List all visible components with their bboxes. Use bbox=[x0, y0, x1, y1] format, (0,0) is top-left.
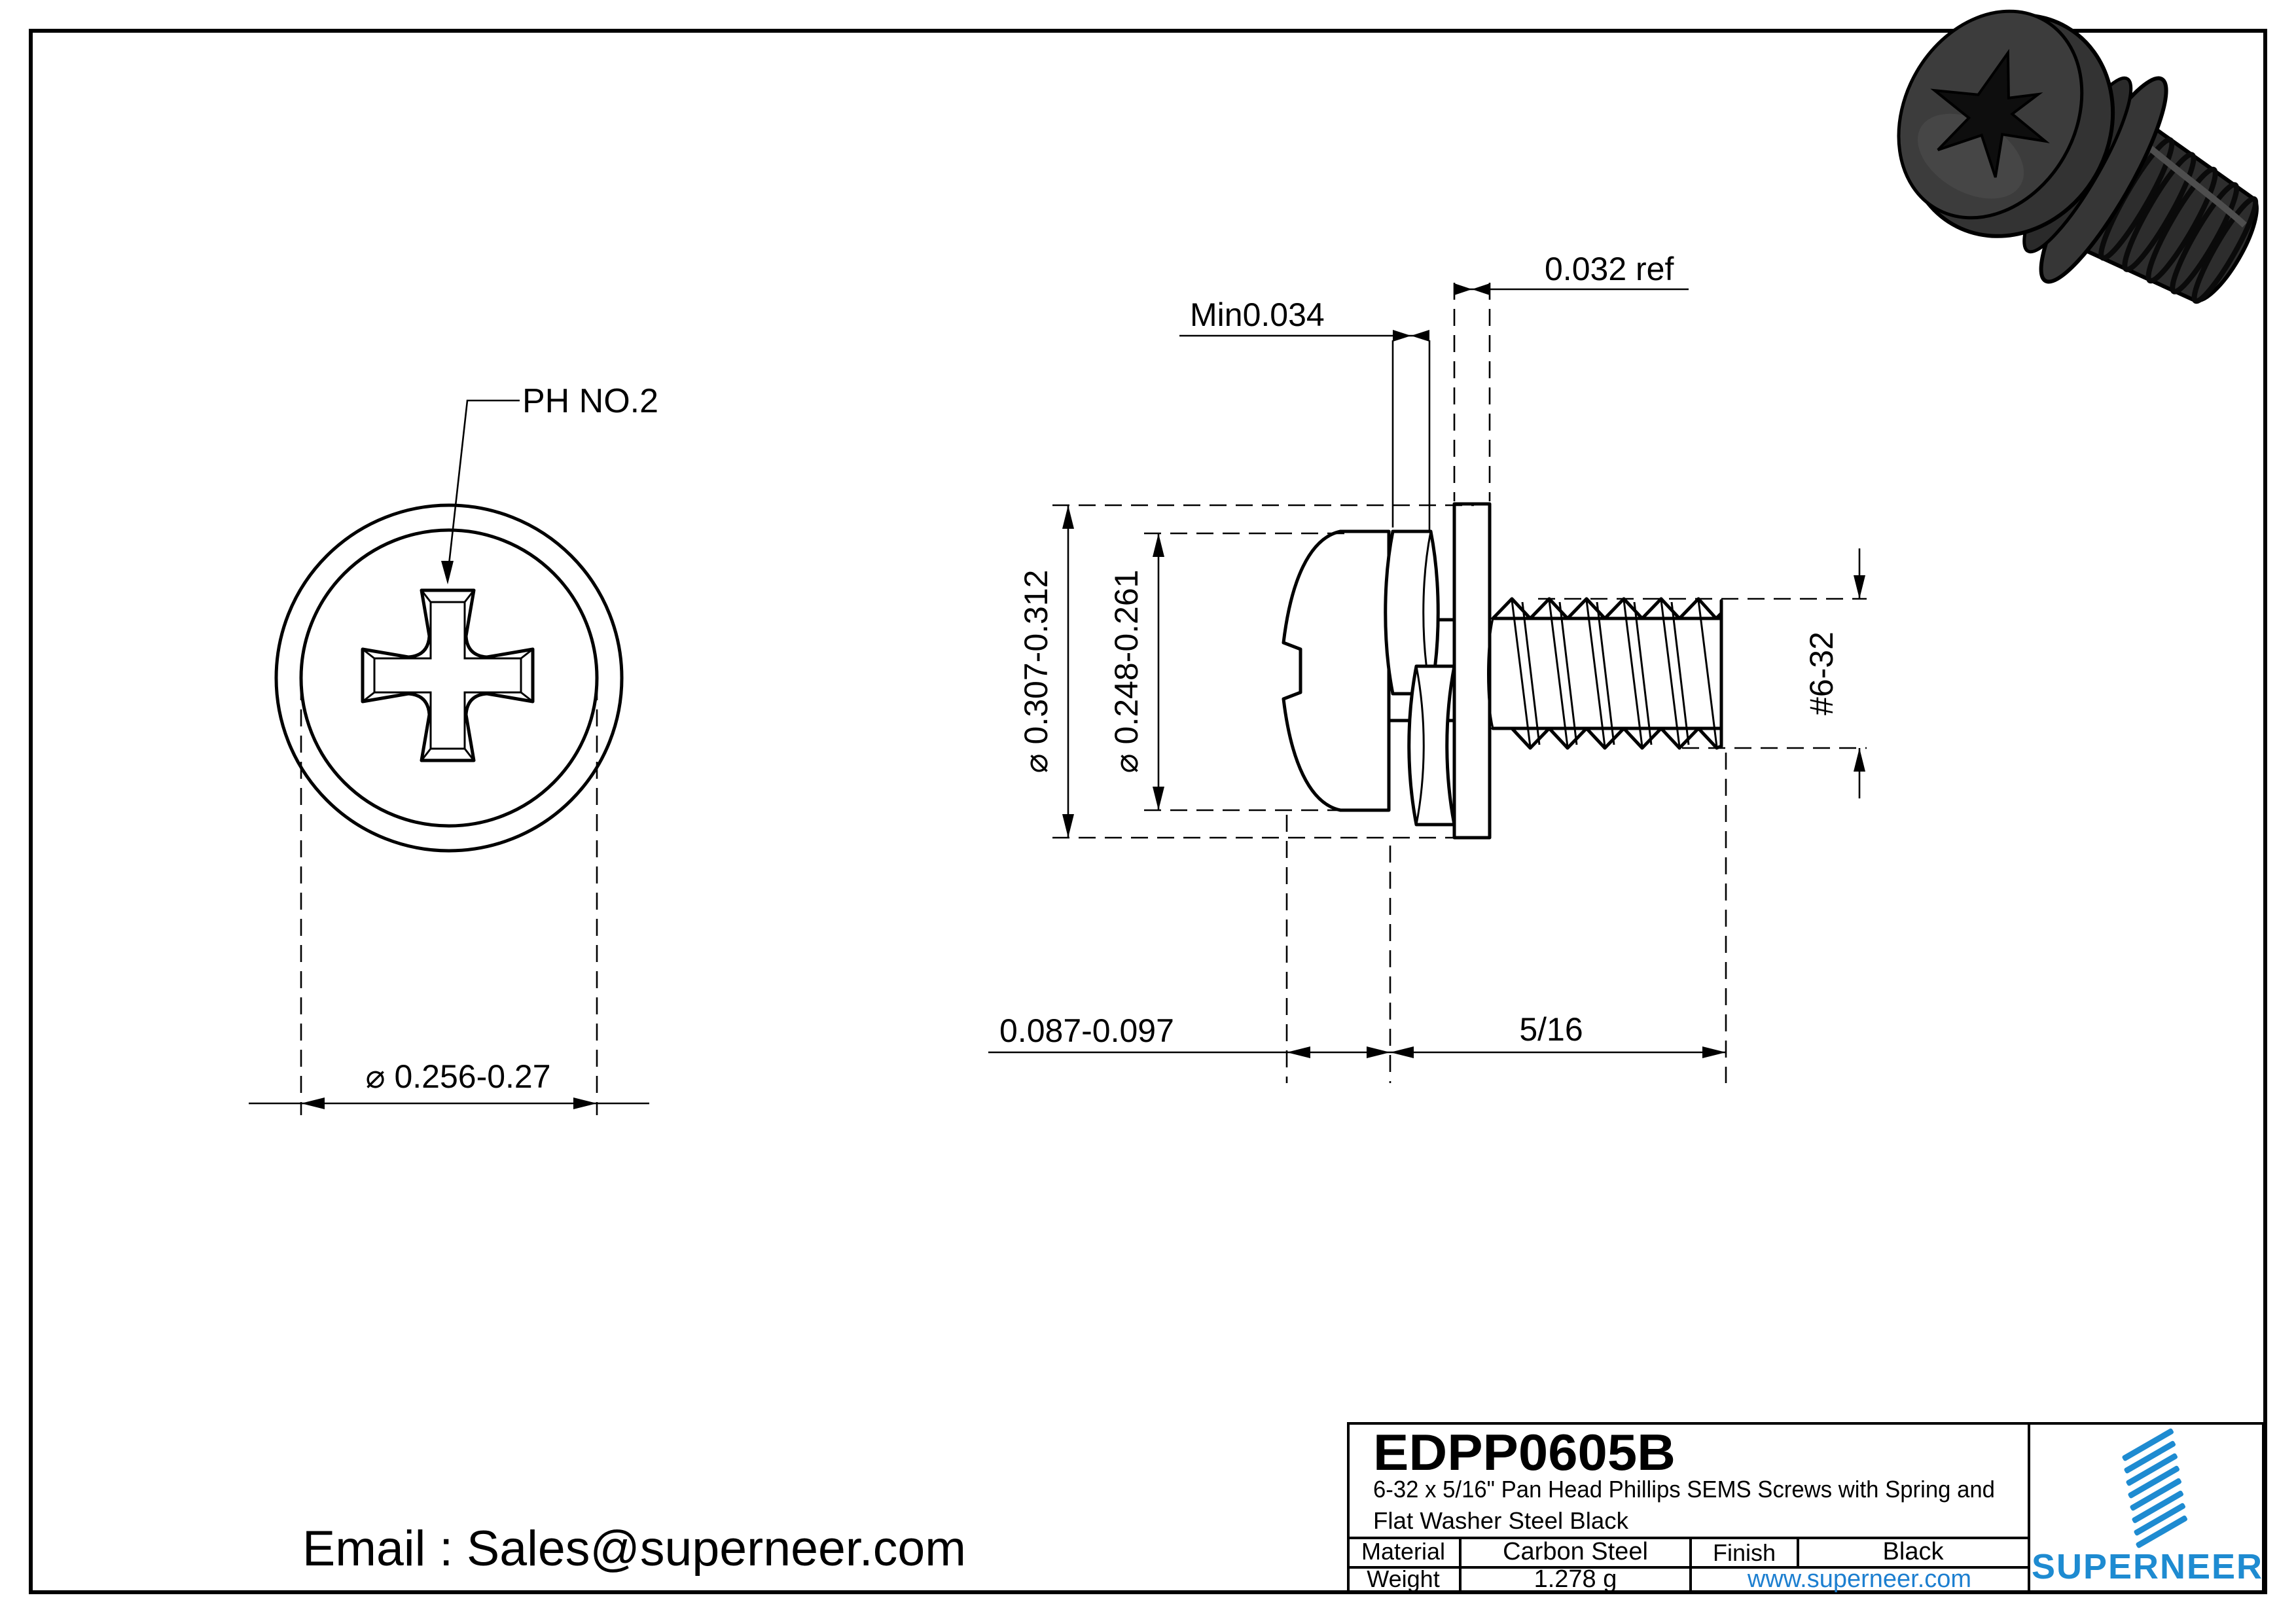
thread-flank-lines bbox=[1511, 599, 1718, 747]
ph-label-leader bbox=[441, 399, 520, 584]
part-number: EDPP0605B bbox=[1373, 1423, 1676, 1481]
title-block: EDPP0605B 6-32 x 5/16" Pan Head Phillips… bbox=[1347, 1422, 2265, 1594]
spring-min-dimension: Min0.034 bbox=[1179, 296, 1431, 531]
length-dim-text: 5/16 bbox=[1519, 1011, 1583, 1048]
front-view: PH NO.2 ⌀ 0.256-0.27 bbox=[249, 382, 658, 1115]
brand-name: SUPERNEER bbox=[2032, 1547, 2263, 1586]
sheet-border bbox=[29, 29, 2267, 1594]
thread-dimension: #6-32 bbox=[1538, 548, 1867, 798]
render-phillips-star bbox=[1930, 48, 2050, 178]
washer-od-dim-text: ⌀ 0.307-0.312 bbox=[1018, 570, 1054, 774]
thread-dim-text: #6-32 bbox=[1803, 632, 1840, 715]
finish-value: Black bbox=[1883, 1538, 1945, 1565]
material-value: Carbon Steel bbox=[1503, 1538, 1648, 1565]
thread-ridges bbox=[2098, 137, 2259, 304]
contact-email: Email : Sales@superneer.com bbox=[302, 1521, 966, 1577]
head-od-dimension: ⌀ 0.248-0.261 bbox=[1108, 532, 1348, 812]
threaded-shank bbox=[1487, 597, 1723, 750]
spring-min-dim-text: Min0.034 bbox=[1190, 296, 1325, 333]
finish-label: Finish bbox=[1713, 1539, 1776, 1566]
washer-thickness-dimension: 0.032 ref bbox=[1453, 251, 1689, 501]
website-link[interactable]: www.superneer.com bbox=[1747, 1565, 1971, 1593]
front-diameter-dim-text: ⌀ 0.256-0.27 bbox=[365, 1058, 550, 1095]
head-od-dim-text: ⌀ 0.248-0.261 bbox=[1108, 570, 1145, 774]
phillips-recess-icon bbox=[361, 588, 535, 762]
bottom-dimensions: 0.087-0.097 5/16 bbox=[988, 753, 1727, 1083]
flat-washer bbox=[1452, 502, 1492, 840]
recess-taper-lines bbox=[362, 590, 533, 761]
brand-logo-icon: SUPERNEER bbox=[2032, 1428, 2263, 1586]
ph-label: PH NO.2 bbox=[522, 382, 658, 420]
head-inner-circle bbox=[299, 528, 599, 828]
pan-head-profile bbox=[1282, 529, 1391, 812]
screw-3d-render-icon bbox=[1897, 9, 2259, 304]
weight-value: 1.278 g bbox=[1534, 1565, 1617, 1593]
head-height-dim-text: 0.087-0.097 bbox=[999, 1012, 1174, 1049]
washer-od-dimension: ⌀ 0.307-0.312 bbox=[1018, 504, 1474, 839]
front-diameter-dimension: ⌀ 0.256-0.27 bbox=[249, 683, 649, 1115]
spring-washer bbox=[1384, 529, 1456, 827]
weight-label: Weight bbox=[1367, 1565, 1439, 1592]
material-label: Material bbox=[1361, 1538, 1445, 1565]
part-description-line2: Flat Washer Steel Black bbox=[1373, 1507, 1629, 1534]
part-description-line1: 6-32 x 5/16" Pan Head Phillips SEMS Scre… bbox=[1373, 1476, 1995, 1503]
side-view: ⌀ 0.307-0.312 ⌀ 0.248-0.261 Min0.034 bbox=[988, 251, 1867, 1083]
washer-thickness-dim-text: 0.032 ref bbox=[1545, 251, 1674, 287]
head-outer-circle bbox=[274, 503, 624, 853]
